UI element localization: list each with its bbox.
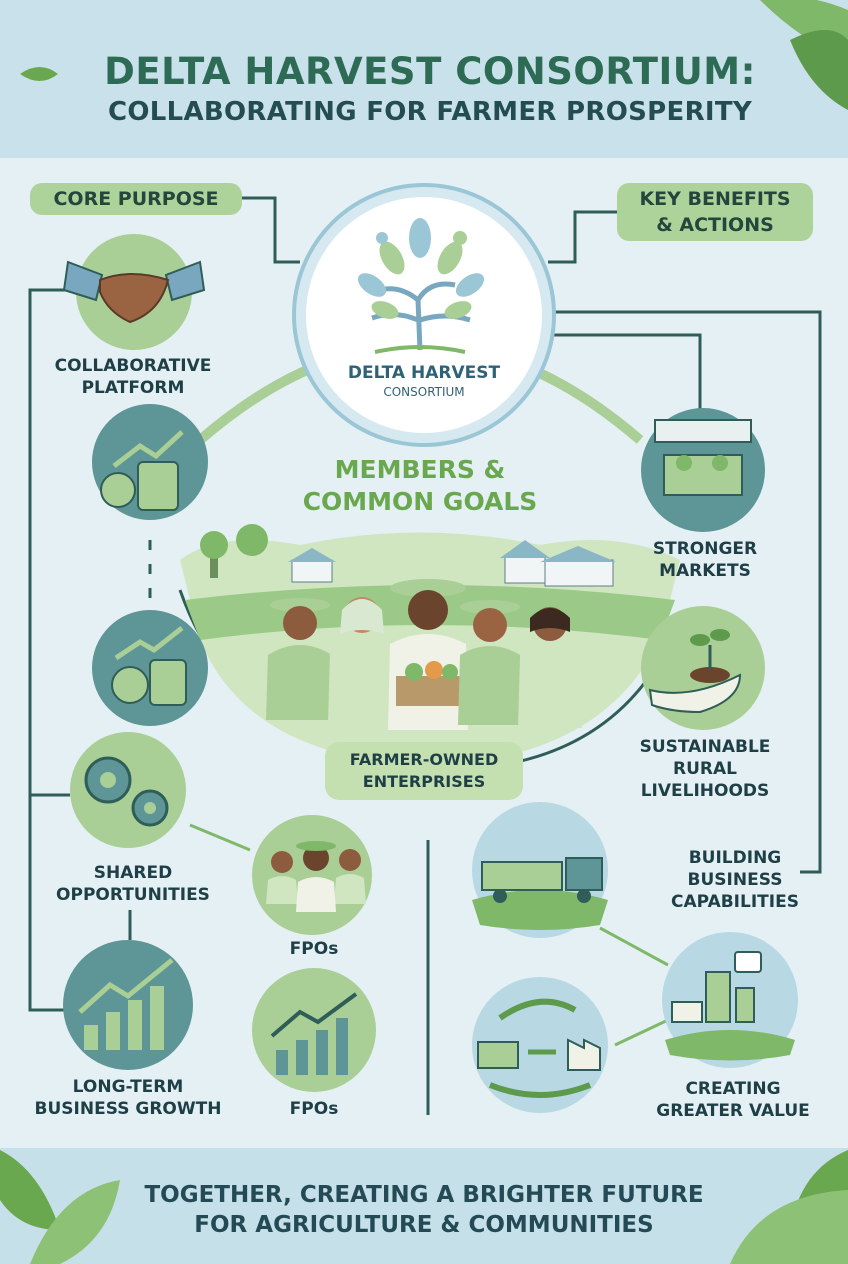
farmers-fpo-icon <box>252 815 372 935</box>
connector-lines <box>28 196 822 1115</box>
label-line-2: MARKETS <box>659 561 751 581</box>
factory-cycle-icon <box>472 977 608 1113</box>
bar-chart-icon <box>252 968 376 1092</box>
members-title-line-1: MEMBERS & <box>334 455 506 484</box>
members-title: MEMBERS & COMMON GOALS <box>250 454 590 518</box>
greater-value-label: CREATING GREATER VALUE <box>636 1078 830 1122</box>
truck-icon <box>472 802 608 938</box>
label-line-1: CREATING <box>685 1079 781 1099</box>
label-line-1: SUSTAINABLE <box>639 737 771 757</box>
label-line-3: LIVELIHOODS <box>640 781 770 801</box>
members-title-line-2: COMMON GOALS <box>302 487 538 516</box>
coins-growth-icon <box>92 610 208 726</box>
farmer-owned-line-1: FARMER-OWNED <box>349 750 499 769</box>
sustainable-livelihoods-label: SUSTAINABLE RURAL LIVELIHOODS <box>620 736 790 802</box>
label-line-2: GREATER VALUE <box>656 1101 810 1121</box>
label-line-2: OPPORTUNITIES <box>56 885 210 905</box>
fpo-label-2: FPOs <box>289 1099 339 1119</box>
market-stall-icon <box>641 408 765 532</box>
logo-subname: CONSORTIUM <box>383 385 464 399</box>
tree-logo-icon <box>357 218 485 354</box>
shared-opportunities-label: SHARED OPPORTUNITIES <box>30 862 236 906</box>
footer-line-1: TOGETHER, CREATING A BRIGHTER FUTURE <box>144 1182 704 1208</box>
fpo-label-1: FPOs <box>289 939 339 959</box>
stronger-markets-label: STRONGER MARKETS <box>620 538 790 582</box>
key-benefits-pill: KEY BENEFITS & ACTIONS <box>617 183 813 241</box>
label-line-2: RURAL <box>673 759 737 779</box>
coins-growth-icon <box>92 404 208 520</box>
collaborative-platform-label: COLLABORATIVE PLATFORM <box>30 355 236 399</box>
handshake-icon <box>62 234 206 350</box>
label-line-2: PLATFORM <box>81 378 185 398</box>
header-band <box>0 0 848 158</box>
label-line-1: BUILDING <box>688 848 782 868</box>
core-purpose-pill: CORE PURPOSE <box>30 183 242 215</box>
city-business-icon <box>662 932 798 1068</box>
farmer-owned-pill: FARMER-OWNED ENTERPRISES <box>325 742 523 800</box>
label-line-1: STRONGER <box>652 539 758 559</box>
farmer-owned-line-2: ENTERPRISES <box>362 772 486 791</box>
label-line-1: COLLABORATIVE <box>54 356 212 376</box>
gears-icon <box>70 732 186 848</box>
footer-line-2: FOR AGRICULTURE & COMMUNITIES <box>194 1212 654 1238</box>
label-line-3: CAPABILITIES <box>671 892 799 912</box>
label-line-1: LONG-TERM <box>72 1077 184 1097</box>
business-capabilities-label: BUILDING BUSINESS CAPABILITIES <box>650 847 820 913</box>
farmers-group-icon <box>266 579 582 730</box>
hand-plant-icon <box>641 606 765 730</box>
business-growth-label: LONG-TERM BUSINESS GROWTH <box>20 1076 236 1120</box>
logo-name: DELTA HARVEST <box>348 363 501 383</box>
farm-landscape-scene <box>180 524 680 765</box>
page-title: DELTA HARVEST CONSORTIUM: <box>104 50 756 93</box>
label-line-1: SHARED <box>93 863 173 883</box>
key-benefits-line-1: KEY BENEFITS <box>639 188 791 210</box>
label-line-2: BUSINESS GROWTH <box>34 1099 222 1119</box>
key-benefits-line-2: & ACTIONS <box>656 214 774 236</box>
label-line-2: BUSINESS <box>687 870 783 890</box>
bar-chart-icon <box>63 940 193 1070</box>
consortium-logo: DELTA HARVEST CONSORTIUM <box>292 183 556 447</box>
page-subtitle: COLLABORATING FOR FARMER PROSPERITY <box>107 97 753 127</box>
footer-band <box>0 1148 848 1264</box>
